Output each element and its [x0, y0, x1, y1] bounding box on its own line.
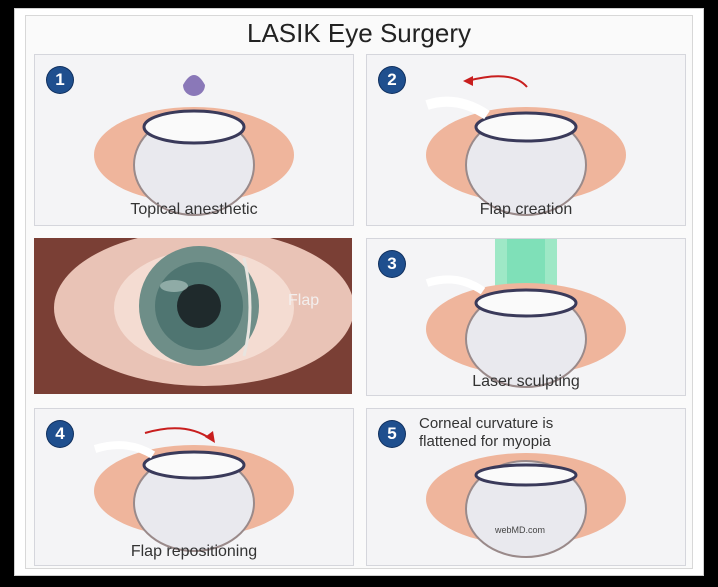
step-2-caption: Flap creation [367, 201, 685, 219]
step-3-panel: 3 Laser sculpting [366, 238, 686, 396]
step-1-caption: Topical anesthetic [35, 201, 353, 219]
step-4-caption: Flap repositioning [35, 543, 353, 561]
flap-creation-icon [367, 55, 685, 225]
eye-cross-section-icon [35, 55, 353, 225]
laser-beam-icon [367, 239, 685, 395]
step-2-panel: 2 Flap creation [366, 54, 686, 226]
illustration-frame: LASIK Eye Surgery 1 Topical anesthetic 2 [14, 8, 704, 576]
step-3-caption: Laser sculpting [367, 373, 685, 391]
step-1-panel: 1 Topical anesthetic [34, 54, 354, 226]
diagram-title: LASIK Eye Surgery [26, 16, 692, 50]
eye-photo: Flap [34, 238, 352, 394]
step-4-panel: 4 Flap repositioning [34, 408, 354, 566]
flattened-cornea-icon [367, 409, 685, 565]
diagram-area: LASIK Eye Surgery 1 Topical anesthetic 2 [25, 15, 693, 569]
flap-label: Flap [288, 292, 319, 310]
step-5-panel: 5 Corneal curvature is flattened for myo… [366, 408, 686, 566]
eye-drop-icon [183, 75, 205, 96]
flap-repositioning-icon [35, 409, 353, 565]
watermark: webMD.com [495, 525, 545, 535]
